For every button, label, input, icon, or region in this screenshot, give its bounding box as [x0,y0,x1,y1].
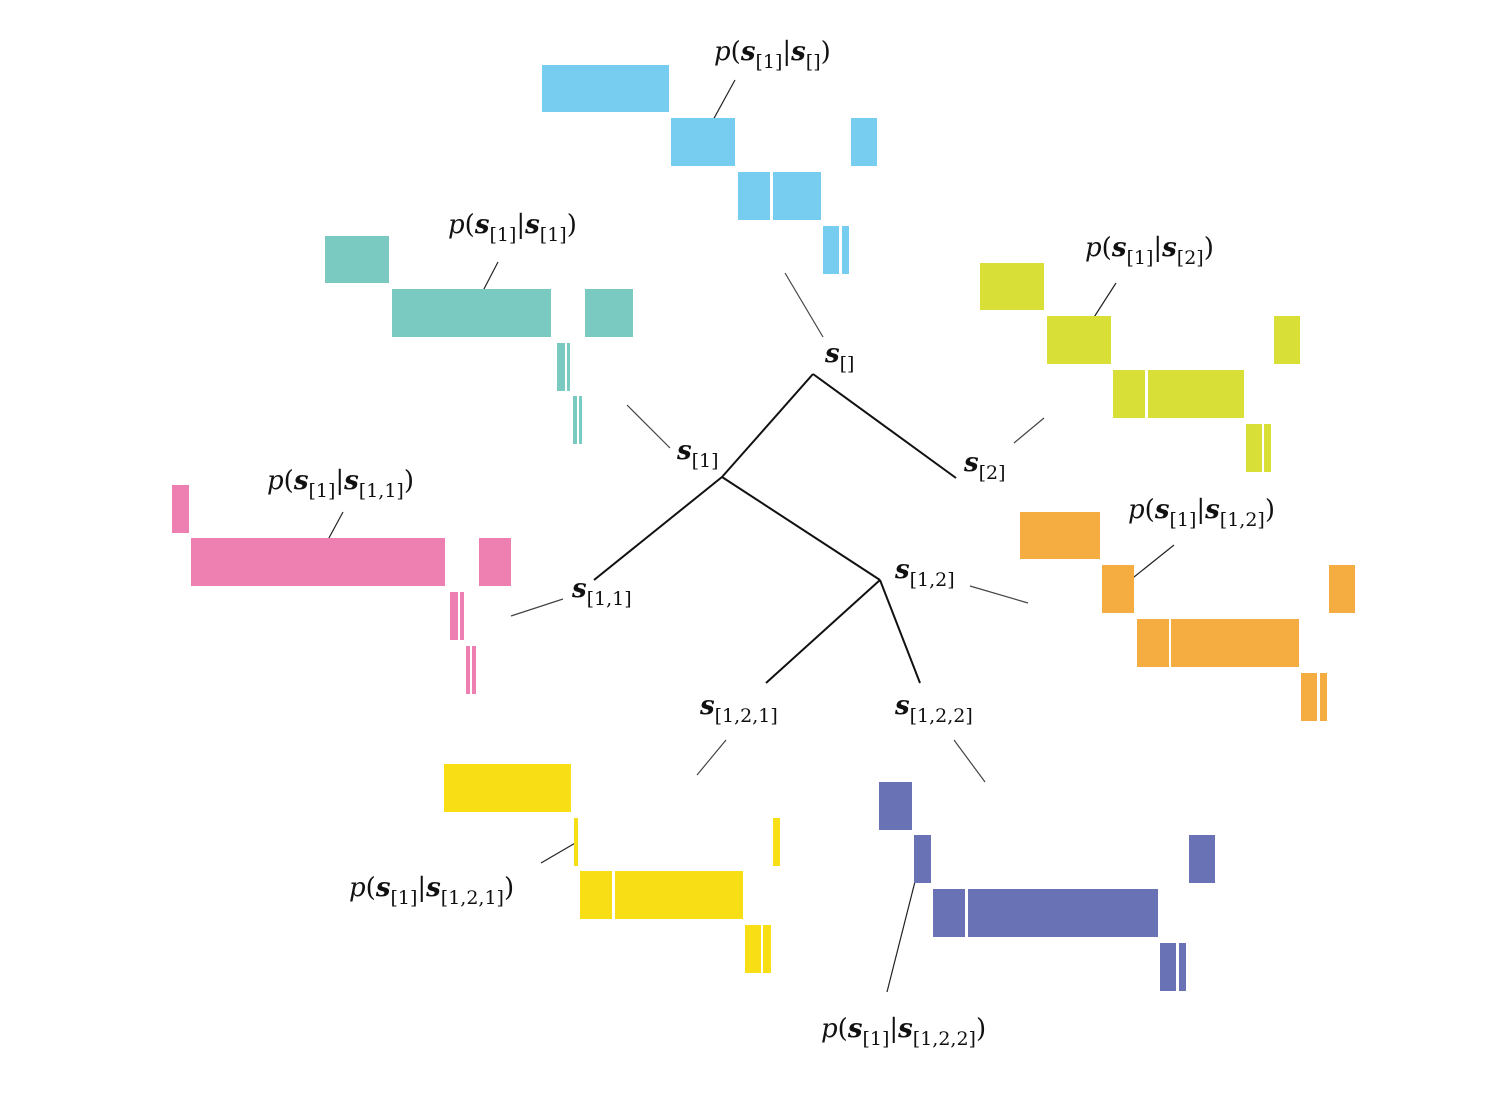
bar-n2-5 [1246,424,1262,472]
bar-n12-3 [1137,619,1169,667]
bar-n122-0 [879,782,912,830]
bar-root-3 [738,172,770,220]
bar-group-n2 [980,263,1300,472]
bar-n1-2 [585,289,633,337]
edge-root-n2 [812,373,957,479]
bar-n12-1 [1102,565,1134,613]
bar-n11-2 [479,538,511,586]
bar-root-2 [851,118,877,166]
bar-n1-4 [567,343,570,391]
leader-n11 [510,598,564,617]
edge-n1-n12 [721,476,881,581]
bar-n121-4 [615,871,743,919]
bar-n121-3 [580,871,612,919]
bar-n1-6 [579,396,582,444]
tree-edges [593,373,957,684]
bar-n121-0 [444,764,571,812]
bar-n12-2 [1329,565,1355,613]
bar-n1-0 [325,236,389,283]
edge-root-n1 [721,373,814,478]
bar-n121-6 [763,925,771,973]
dist-label-n121: p(s[1]|s[1,2,1]) [349,873,514,909]
leader-n2 [1013,417,1045,444]
node-label-n11: s[1,1] [571,574,632,610]
bar-n11-6 [472,646,476,694]
bar-group-root [542,65,877,274]
pointer-n121 [540,841,578,864]
edge-n12-n121 [765,579,881,684]
bar-root-4 [773,172,821,220]
bar-group-n122 [879,782,1215,991]
bar-n1-3 [557,343,565,391]
dist-label-n122: p(s[1]|s[1,2,2]) [821,1014,986,1050]
bar-n2-0 [980,263,1044,310]
bar-n121-5 [745,925,761,973]
bar-n12-4 [1171,619,1299,667]
bar-group-n11 [172,485,511,694]
bar-n121-2 [773,818,780,866]
bar-root-5 [823,226,839,274]
leader-root [784,272,824,338]
leader-n1 [626,404,671,449]
bar-n122-2 [1189,835,1215,883]
bar-n2-3 [1113,370,1145,418]
dist-label-root: p(s[1]|s[]) [714,37,831,73]
node-label-n1: s[1] [676,436,719,472]
node-label-root: s[] [824,339,854,375]
bar-n2-4 [1148,370,1244,418]
dist-label-n1: p(s[1]|s[1]) [448,210,577,246]
tree-node-labels: s[] s[1] s[2] s[1,1] s[1,2] s[1,2,1] s[1… [571,339,1006,727]
edge-n12-n122 [879,579,921,684]
bar-n11-1 [191,538,445,586]
bar-n1-1 [392,289,551,337]
node-label-n12: s[1,2] [894,555,955,591]
dist-label-n2: p(s[1]|s[2]) [1085,233,1214,269]
node-label-n121: s[1,2,1] [699,691,778,727]
bar-n12-6 [1320,673,1327,721]
node-label-n2: s[2] [963,448,1006,484]
bar-n122-1 [914,835,931,883]
dist-label-n12: p(s[1]|s[1,2]) [1128,495,1275,531]
bar-n121-1 [574,818,578,866]
bar-group-n121 [444,764,780,973]
bar-n12-0 [1020,512,1100,559]
bar-n2-2 [1274,316,1300,364]
bar-root-0 [542,65,669,112]
bar-n11-3 [450,592,458,640]
leader-n121 [696,739,727,776]
bar-n122-4 [968,889,1158,937]
leader-n122 [953,739,986,783]
bar-n122-5 [1160,943,1176,991]
bar-group-n12 [1020,512,1355,721]
leader-n12 [969,585,1029,604]
bar-root-6 [842,226,849,274]
bar-group-n1 [325,236,633,444]
bar-n11-4 [460,592,464,640]
bar-n11-5 [466,646,470,694]
bar-n12-5 [1301,673,1317,721]
bar-root-1 [671,118,735,166]
node-label-n122: s[1,2,2] [894,691,973,727]
bar-n1-5 [573,396,577,444]
bar-n2-6 [1264,424,1271,472]
node-leaders [510,272,1045,783]
bar-n122-3 [933,889,965,937]
bar-n11-0 [172,485,189,533]
bar-n122-6 [1179,943,1186,991]
distribution-labels: p(s[1]|s[]) p(s[1]|s[1]) p(s[1]|s[2]) p(… [267,37,1275,1050]
bar-n2-1 [1047,316,1111,364]
dist-label-n11: p(s[1]|s[1,1]) [267,466,414,502]
edge-n1-n11 [593,476,723,581]
distribution-bars [172,65,1355,991]
